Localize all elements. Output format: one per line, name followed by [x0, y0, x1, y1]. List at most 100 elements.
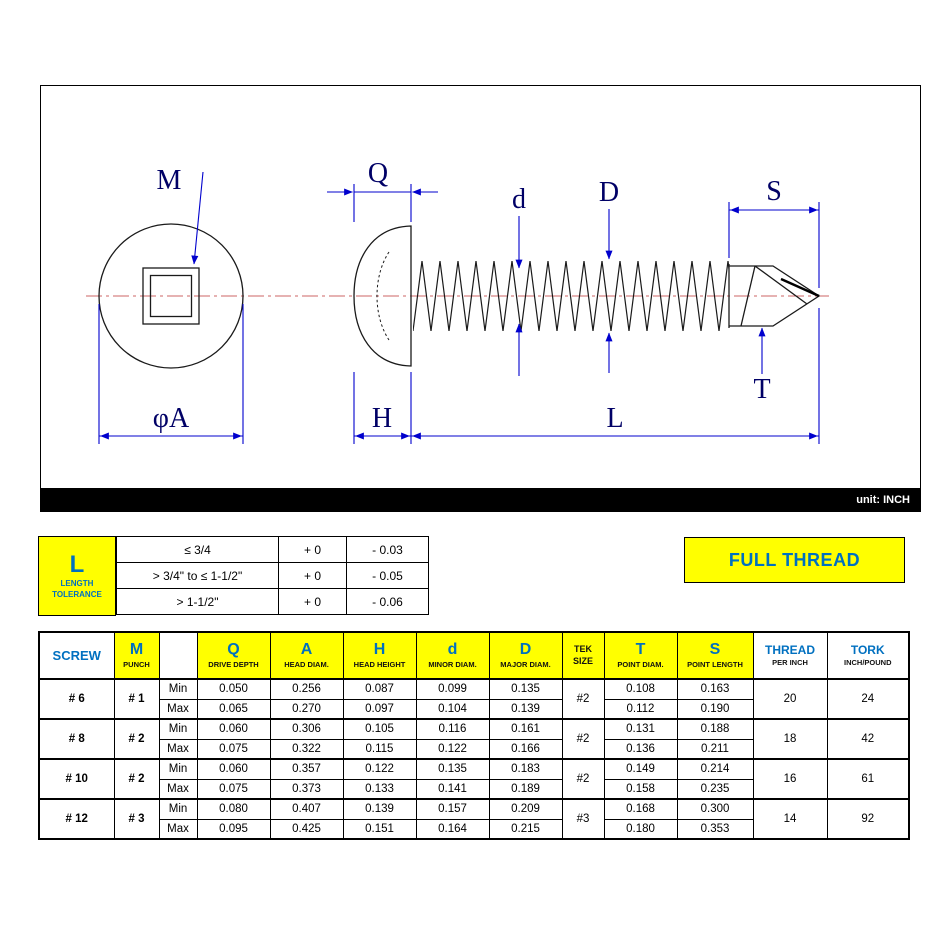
tolerance-table: ≤ 3/4 + 0 - 0.03 > 3/4" to ≤ 1-1/2" + 0 … [116, 536, 429, 615]
d-minor-min-cell: 0.135 [415, 758, 490, 780]
drive-leader: M [157, 165, 204, 265]
d-major-max-cell: 0.189 [488, 778, 563, 800]
dim-label-d-minor: d [512, 184, 526, 215]
col-header-tek: TEK SIZE [561, 631, 605, 680]
max-label-cell: Max [158, 818, 198, 840]
dim-label-h: H [372, 403, 392, 434]
max-label-cell: Max [158, 698, 198, 720]
d-major-min-cell: 0.135 [488, 678, 563, 700]
thread-per-inch-cell: 14 [752, 798, 828, 840]
col-header-q-main: Q [227, 641, 240, 659]
col-header-tork: TORK INCH/POUND [826, 631, 910, 680]
col-header-t-sub: POINT DIAM. [617, 659, 664, 669]
h-min-cell: 0.087 [342, 678, 417, 700]
q-min-cell: 0.080 [196, 798, 271, 820]
technical-drawing: M φA [86, 158, 829, 444]
col-header-d-major: D MAJOR DIAM. [488, 631, 563, 680]
d-minor-min-cell: 0.099 [415, 678, 490, 700]
col-header-m: M PUNCH [113, 631, 160, 680]
col-header-d-major-main: D [519, 641, 532, 659]
spec-row-min: # 6 # 1 Min 0.050 0.256 0.087 0.099 0.13… [38, 678, 910, 720]
dim-s: S [728, 176, 820, 288]
a-max-cell: 0.425 [269, 818, 344, 840]
col-header-s-main: S [709, 641, 721, 659]
min-label-cell: Min [158, 678, 198, 700]
a-min-cell: 0.357 [269, 758, 344, 780]
d-major-max-cell: 0.166 [488, 738, 563, 760]
tolerance-row: > 1-1/2" + 0 - 0.06 [116, 588, 429, 615]
tolerance-title-line1: LENGTH [60, 579, 94, 588]
a-min-cell: 0.407 [269, 798, 344, 820]
dim-l: L [411, 308, 820, 444]
t-min-cell: 0.108 [603, 678, 678, 700]
a-max-cell: 0.373 [269, 778, 344, 800]
s-min-cell: 0.214 [676, 758, 754, 780]
min-label-cell: Min [158, 798, 198, 820]
d-major-max-cell: 0.215 [488, 818, 563, 840]
s-min-cell: 0.300 [676, 798, 754, 820]
spec-row-min: # 8 # 2 Min 0.060 0.306 0.105 0.116 0.16… [38, 718, 910, 760]
d-minor-max-cell: 0.122 [415, 738, 490, 760]
d-major-min-cell: 0.161 [488, 718, 563, 740]
d-minor-min-cell: 0.116 [415, 718, 490, 740]
tek-size-cell: #3 [561, 798, 605, 840]
h-min-cell: 0.122 [342, 758, 417, 780]
col-header-thread-main: THREAD [765, 643, 815, 658]
col-header-a: A HEAD DIAM. [269, 631, 344, 680]
spec-row-max: Max 0.095 0.425 0.151 0.164 0.215 0.180 … [39, 818, 909, 840]
max-label-cell: Max [158, 738, 198, 760]
d-minor-min-cell: 0.157 [415, 798, 490, 820]
col-header-t-main: T [635, 641, 646, 659]
full-thread-label: FULL THREAD [728, 549, 861, 570]
punch-cell: # 1 [113, 678, 160, 720]
col-header-m-sub: PUNCH [123, 659, 150, 669]
drawing-panel: M φA [40, 85, 921, 512]
dim-label-s: S [766, 176, 782, 207]
screw-side-view [353, 225, 821, 367]
h-max-cell: 0.133 [342, 778, 417, 800]
tolerance-range: > 1-1/2" [116, 588, 279, 615]
max-label-cell: Max [158, 778, 198, 800]
tork-cell: 24 [826, 678, 910, 720]
d-major-max-cell: 0.139 [488, 698, 563, 720]
tolerance-row: > 3/4" to ≤ 1-1/2" + 0 - 0.05 [116, 562, 429, 589]
spec-header-row: SCREW M PUNCH Q DRIVE DEPTH A HEAD DIAM.… [38, 631, 910, 680]
tolerance-plus: + 0 [278, 536, 347, 563]
full-thread-badge: FULL THREAD [684, 537, 905, 583]
unit-note-text: unit: INCH [856, 493, 910, 506]
h-max-cell: 0.097 [342, 698, 417, 720]
col-header-thread: THREAD PER INCH [752, 631, 828, 680]
t-max-cell: 0.136 [603, 738, 678, 760]
col-header-a-sub: HEAD DIAM. [284, 659, 329, 669]
a-min-cell: 0.306 [269, 718, 344, 740]
screw-size-cell: # 6 [38, 678, 115, 720]
t-min-cell: 0.149 [603, 758, 678, 780]
tolerance-range: ≤ 3/4 [116, 536, 279, 563]
tek-size-cell: #2 [561, 678, 605, 720]
s-min-cell: 0.188 [676, 718, 754, 740]
tolerance-minus: - 0.05 [346, 562, 429, 589]
tolerance-minus: - 0.03 [346, 536, 429, 563]
tolerance-title-line2: TOLERANCE [52, 590, 102, 600]
thread-per-inch-cell: 16 [752, 758, 828, 800]
spec-row-min: # 12 # 3 Min 0.080 0.407 0.139 0.157 0.2… [38, 798, 910, 840]
col-header-q-sub: DRIVE DEPTH [208, 659, 259, 669]
dim-label-d-major: D [599, 177, 619, 208]
thread-per-inch-cell: 18 [752, 718, 828, 760]
q-max-cell: 0.075 [196, 738, 271, 760]
spec-row-min: # 10 # 2 Min 0.060 0.357 0.122 0.135 0.1… [38, 758, 910, 800]
col-header-d-minor-sub: MINOR DIAM. [428, 659, 477, 669]
col-header-tek-line2: SIZE [572, 655, 593, 666]
dim-label-t: T [753, 374, 770, 405]
punch-cell: # 2 [113, 758, 160, 800]
dim-label-m: M [157, 165, 182, 196]
q-max-cell: 0.075 [196, 778, 271, 800]
s-max-cell: 0.353 [676, 818, 754, 840]
thread-section [413, 261, 729, 331]
tork-cell: 92 [826, 798, 910, 840]
col-header-m-main: M [129, 641, 144, 659]
col-header-h-main: H [373, 641, 386, 659]
col-header-tek-line1: TEK [574, 643, 592, 654]
a-max-cell: 0.270 [269, 698, 344, 720]
t-max-cell: 0.180 [603, 818, 678, 840]
